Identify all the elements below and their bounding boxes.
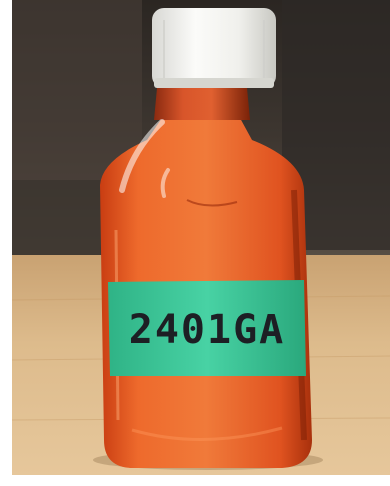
bottle-neck: [154, 88, 250, 120]
label-text: 2401GA: [129, 307, 286, 353]
glass-highlight: [119, 119, 165, 193]
bottle-cap: [152, 8, 276, 88]
bottle-label: [108, 280, 306, 376]
photo-scene: 2401GA: [12, 0, 390, 475]
photo: 2401GA: [12, 0, 390, 475]
